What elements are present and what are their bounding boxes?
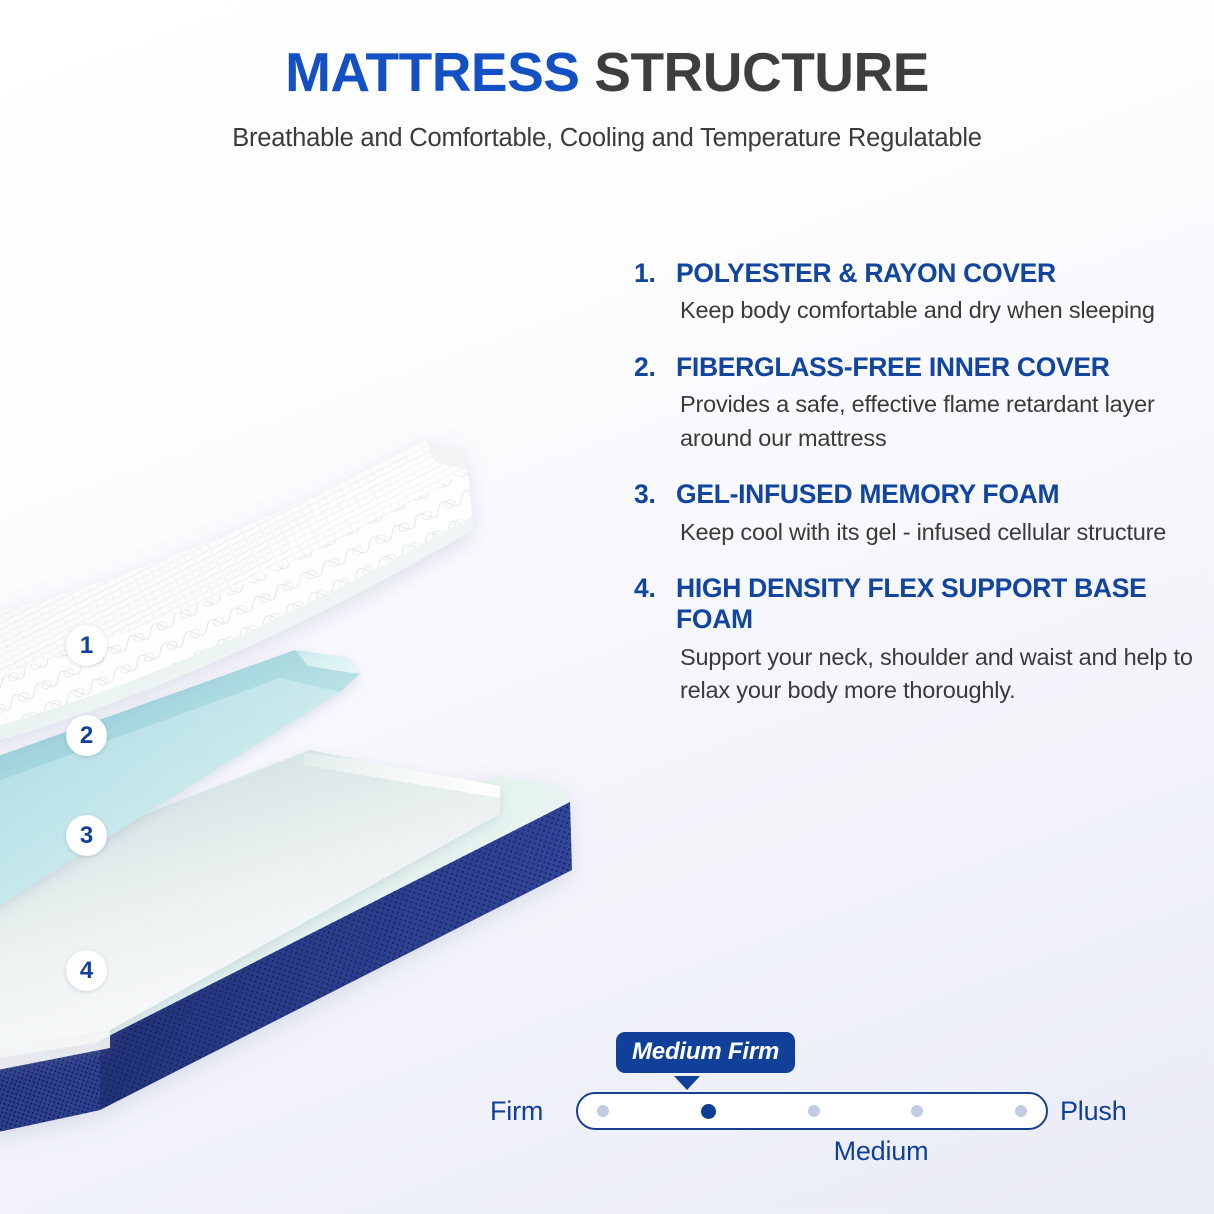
firmness-dot-4[interactable] <box>911 1105 924 1117</box>
feature-item-2: 2. FIBERGLASS-FREE INNER COVER Provides … <box>634 352 1194 455</box>
feature-title-3: GEL-INFUSED MEMORY FOAM <box>676 479 1060 510</box>
feature-title-1: POLYESTER & RAYON COVER <box>676 258 1056 288</box>
feature-index-2: 2. <box>634 351 656 382</box>
feature-item-1: 1. POLYESTER & RAYON COVER Keep body com… <box>634 258 1194 328</box>
firmness-label-plush: Plush <box>1060 1095 1127 1126</box>
layer-1-cover-shape <box>0 440 473 741</box>
feature-description-2: Provides a safe, effective flame retarda… <box>680 391 1155 451</box>
feature-heading-4: 4. HIGH DENSITY FLEX SUPPORT BASE FOAM <box>634 573 1194 636</box>
feature-item-3: 3. GEL-INFUSED MEMORY FOAM Keep cool wit… <box>634 479 1194 549</box>
firmness-scale: Medium Firm Firm Plush Medium <box>490 1032 1190 1182</box>
feature-heading-3: 3. GEL-INFUSED MEMORY FOAM <box>634 479 1194 510</box>
firmness-label-medium: Medium <box>833 1136 929 1166</box>
feature-list: 1. POLYESTER & RAYON COVER Keep body com… <box>634 258 1194 732</box>
firmness-dot-3[interactable] <box>807 1105 820 1117</box>
feature-index-3: 3. <box>634 479 656 510</box>
firmness-track[interactable] <box>576 1092 1048 1130</box>
feature-heading-1: 1. POLYESTER & RAYON COVER <box>634 258 1194 289</box>
feature-index-4: 4. <box>634 573 656 604</box>
layer-number-badge-2: 2 <box>66 715 107 756</box>
layer-number-badge-3: 3 <box>66 815 107 856</box>
firmness-dot-5[interactable] <box>1015 1105 1027 1117</box>
firmness-tooltip-arrow-icon <box>674 1076 700 1090</box>
feature-description-1: Keep body comfortable and dry when sleep… <box>680 297 1155 324</box>
feature-description-4: Support your neck, shoulder and waist an… <box>680 643 1193 704</box>
layer-number-badge-4: 4 <box>66 950 107 991</box>
mattress-layers-illustration: 1 2 3 4 <box>0 230 630 1214</box>
layer-number-badge-1: 1 <box>66 625 107 666</box>
feature-title-2: FIBERGLASS-FREE INNER COVER <box>676 351 1110 382</box>
page-title-highlight: MATTRESS <box>285 41 595 103</box>
header: MATTRESS STRUCTURE Breathable and Comfor… <box>0 41 1214 153</box>
firmness-label-firm: Firm <box>490 1095 544 1126</box>
page-subtitle: Breathable and Comfortable, Cooling and … <box>232 123 982 152</box>
firmness-row: Firm Plush <box>490 1088 1190 1134</box>
firmness-dot-1[interactable] <box>597 1105 609 1117</box>
feature-description-3: Keep cool with its gel - infused cellula… <box>680 518 1167 545</box>
firmness-dot-2-active[interactable] <box>700 1103 716 1119</box>
feature-index-1: 1. <box>634 258 656 288</box>
firmness-tooltip-badge: Medium Firm <box>616 1032 796 1073</box>
feature-item-4: 4. HIGH DENSITY FLEX SUPPORT BASE FOAM S… <box>634 573 1194 708</box>
page-title: MATTRESS STRUCTURE <box>0 41 1214 103</box>
page-title-rest: STRUCTURE <box>594 41 929 103</box>
feature-heading-2: 2. FIBERGLASS-FREE INNER COVER <box>634 352 1194 383</box>
feature-title-4: HIGH DENSITY FLEX SUPPORT BASE FOAM <box>676 573 1147 635</box>
